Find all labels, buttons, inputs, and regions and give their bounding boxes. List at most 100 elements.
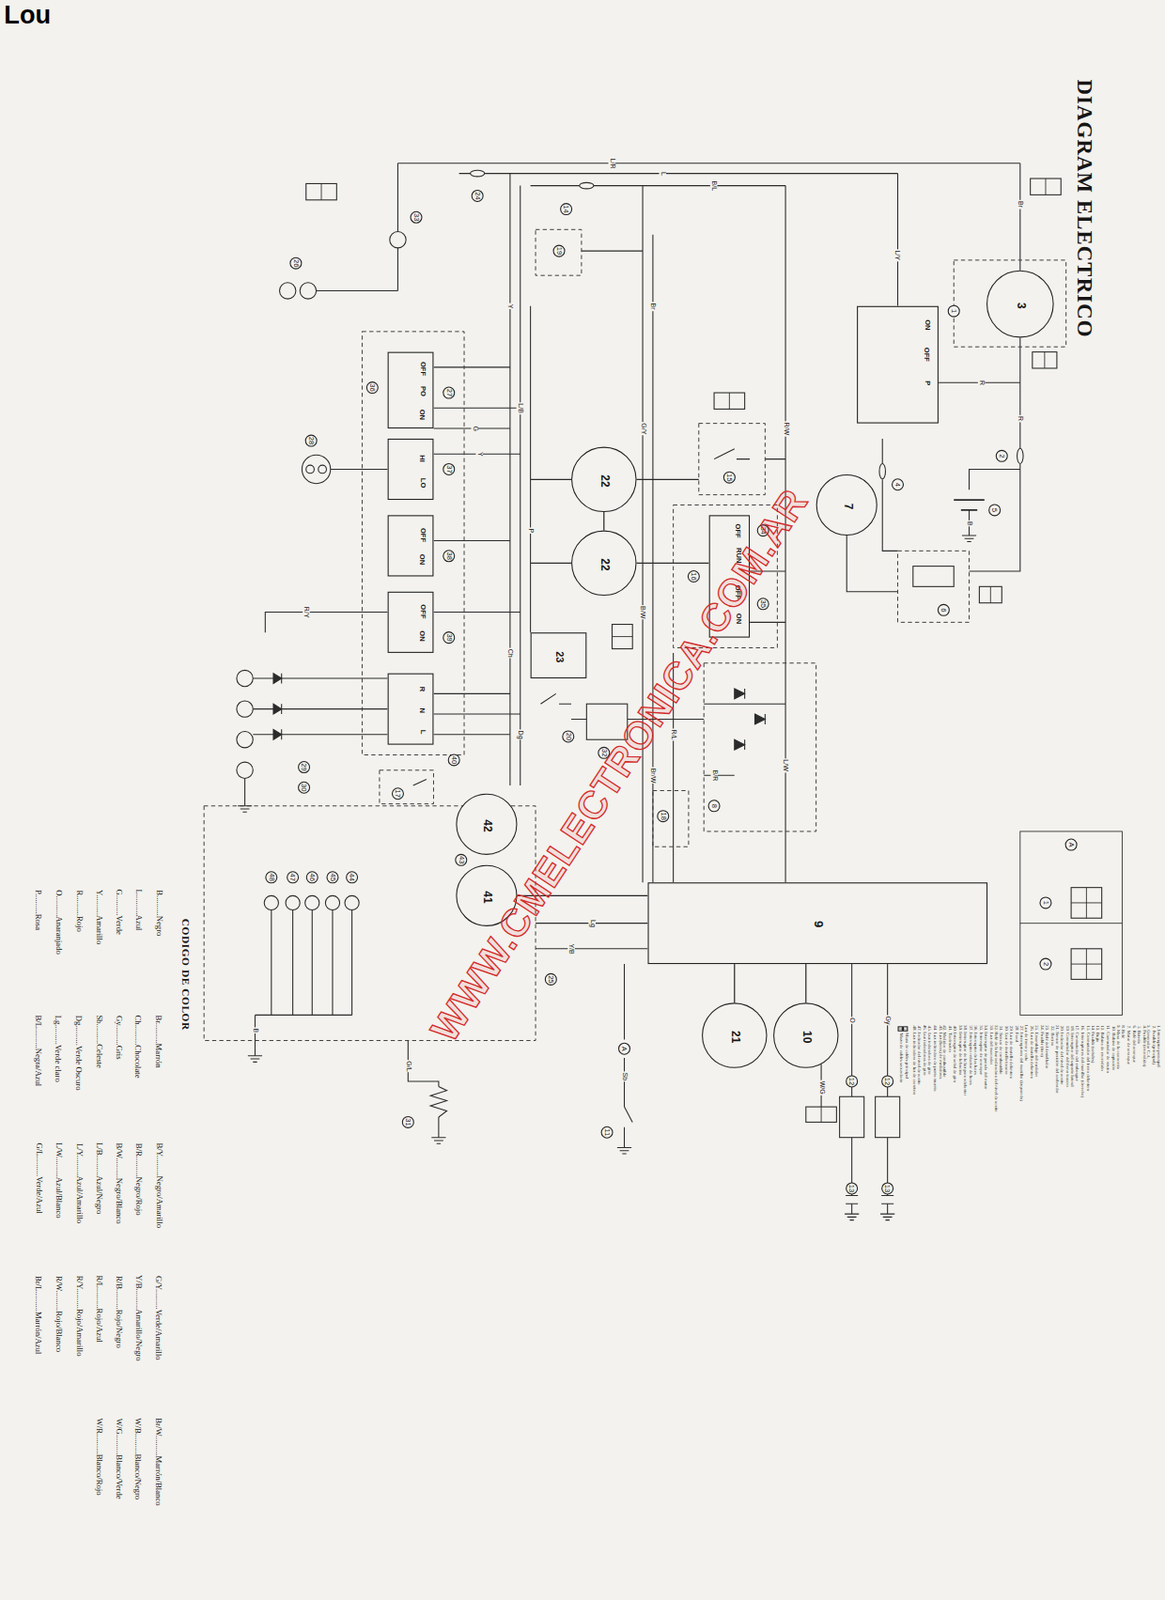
legend-item: 14. Fusible (señales) [1089, 1025, 1095, 1063]
legend-item: 42. Medidor de combustible [941, 1025, 947, 1077]
ground-symbols [237, 535, 977, 1221]
legend-item: 9. Masa de la carrocería [1115, 1025, 1120, 1070]
color-code-entry: Br/L..........Marrón/Azul [33, 1274, 43, 1353]
wire-connector [733, 963, 735, 1003]
fuse [879, 464, 886, 480]
color-code-entry: Ch..........Chocolate [133, 1015, 142, 1079]
wire-lines [245, 163, 1021, 1214]
callout-number: 40 [448, 753, 461, 766]
wire-color-code: L/R [608, 156, 616, 170]
wire-color-code: R/W [781, 420, 789, 436]
legend-item: 10. Bobina de captación [1109, 1025, 1115, 1070]
color-code-entry: L/Y..........Azul/Amarillo [74, 1142, 83, 1223]
callout-number: 46 [306, 870, 319, 884]
color-code-entry: R/B..........Rojo/Negro [113, 1274, 123, 1348]
fuse [1017, 448, 1025, 464]
wire-color-code: B/W [639, 604, 647, 620]
wire-color-code: Ch [507, 647, 514, 658]
callout-number: 14 [559, 202, 573, 216]
legend-item: 7. Motor de arranque [1125, 1025, 1131, 1064]
callout-number: 1 [1039, 896, 1052, 909]
legend-item: 25. Ensamblaje del medidor [1033, 1025, 1039, 1077]
ignition-coil [839, 1096, 865, 1137]
color-code-entry: P..........Rosa [33, 889, 43, 931]
legend-item: 17. Conmutador del embrague [1073, 1025, 1079, 1081]
callout-number: 38 [442, 549, 455, 562]
node-label: HI [419, 454, 428, 463]
callout-number: 1 [947, 305, 961, 318]
switch-table: OFFON [388, 591, 435, 653]
callout-number: 13 [881, 1181, 894, 1195]
wire-color-code: G/Y [639, 421, 647, 435]
node-label: OFF [419, 604, 428, 619]
node-label: 41 [481, 890, 494, 903]
wire-color-code: B [965, 519, 973, 527]
dashed-group [535, 229, 582, 276]
harness-box-number: 1 [902, 1025, 908, 1031]
legend-item: 32. Relé de la luz indicadora del nivel … [993, 1025, 998, 1113]
turn-lamp [236, 731, 253, 748]
callout-number: 2 [1039, 958, 1052, 971]
color-code-entry: R/L..........Rojo/Azul [94, 1274, 104, 1342]
color-code-entry: B/W..........Negro/Blanco [114, 1142, 124, 1224]
turn-lamp [236, 700, 253, 717]
node-label: LO [419, 477, 427, 488]
callout-number: 37 [442, 463, 455, 476]
battery-plates [953, 499, 985, 511]
color-code-entry: G/Y..........Verde/Amarillo [154, 1275, 163, 1361]
color-code-heading: CODIGO DE COLOR [180, 917, 191, 1030]
callout-number: 17 [391, 787, 404, 800]
wire-color-code: G/L [404, 1059, 412, 1073]
color-code-entry: R..........Rojo [74, 889, 83, 932]
callout-number: 20 [561, 730, 575, 743]
legend-item: 44. Luz indicadora de punto muerto [932, 1025, 937, 1091]
legend-item: Luz de freno y cola [1023, 1025, 1028, 1061]
callout-number: 30 [297, 781, 311, 794]
callout-number: 27 [442, 387, 455, 400]
color-code-entry: Lg..........Verde claro [53, 1015, 63, 1083]
node-label: 7 [841, 502, 854, 510]
wires [237, 163, 1021, 1221]
switch-table: OFFON [388, 514, 435, 576]
node-label: 23 [554, 651, 565, 663]
component-box: 9 [647, 882, 988, 964]
connector-box [1020, 831, 1123, 1015]
wire-color-code: Gy [884, 1014, 891, 1026]
callout-number: 13 [845, 1181, 858, 1195]
wire-color-code: B [251, 1026, 259, 1034]
callout-number: 39 [442, 631, 455, 644]
legend-item: 28. Farol [1013, 1025, 1019, 1042]
legend-item: Mazo de cables principal [902, 1025, 908, 1079]
legend-item: 11. Conmutador de neutro [1104, 1025, 1110, 1073]
dashed-group [379, 770, 435, 805]
callout-number: 5 [988, 503, 1001, 516]
connector-cells [321, 178, 1122, 1122]
legend-item: 2. Fusible (principal) [1150, 1025, 1156, 1064]
callout-number: 33 [409, 211, 422, 224]
legend-item: 43. Luz (luces) de medidores [936, 1025, 942, 1079]
marker-lamp [389, 231, 406, 248]
legend-item: 39. Interruptor de la bocina [957, 1025, 963, 1075]
legend-item: 37. Interruptor reductor de luces [967, 1025, 973, 1085]
wire-color-code: Y [507, 302, 514, 310]
node-label: 22 [599, 474, 611, 487]
legend-item: 29. Luz de destello delantera [1008, 1025, 1013, 1078]
wire-color-code: L/W [781, 758, 789, 773]
relay-coil [913, 566, 954, 588]
connector-dividers [321, 178, 1122, 1122]
color-code-entry: L..........Azul [133, 889, 142, 932]
switch-table: ONOFFP [856, 306, 939, 424]
legend-item: 6. Relé del arranque [1130, 1025, 1135, 1062]
fuse [579, 182, 594, 189]
legend-item: 20. Indicador del nivel de aceite [1058, 1025, 1064, 1085]
legend-item: 38. Interruptor de la luz para adelantar [962, 1025, 967, 1096]
legend-item: 48. Luz indicadora de luz de carretera [911, 1025, 917, 1095]
callout-number: 29 [297, 761, 311, 774]
color-code-entry: B/L..........Negra/Azul [33, 1015, 43, 1088]
legend-item: 47. Indicador del nivel de aceite [916, 1025, 921, 1085]
node-label: ON [923, 319, 932, 330]
fuse [470, 170, 485, 177]
components [236, 170, 1103, 1137]
callout-number: 12 [845, 1074, 858, 1088]
legend-item: 33. Luz del marcador [987, 1025, 993, 1065]
